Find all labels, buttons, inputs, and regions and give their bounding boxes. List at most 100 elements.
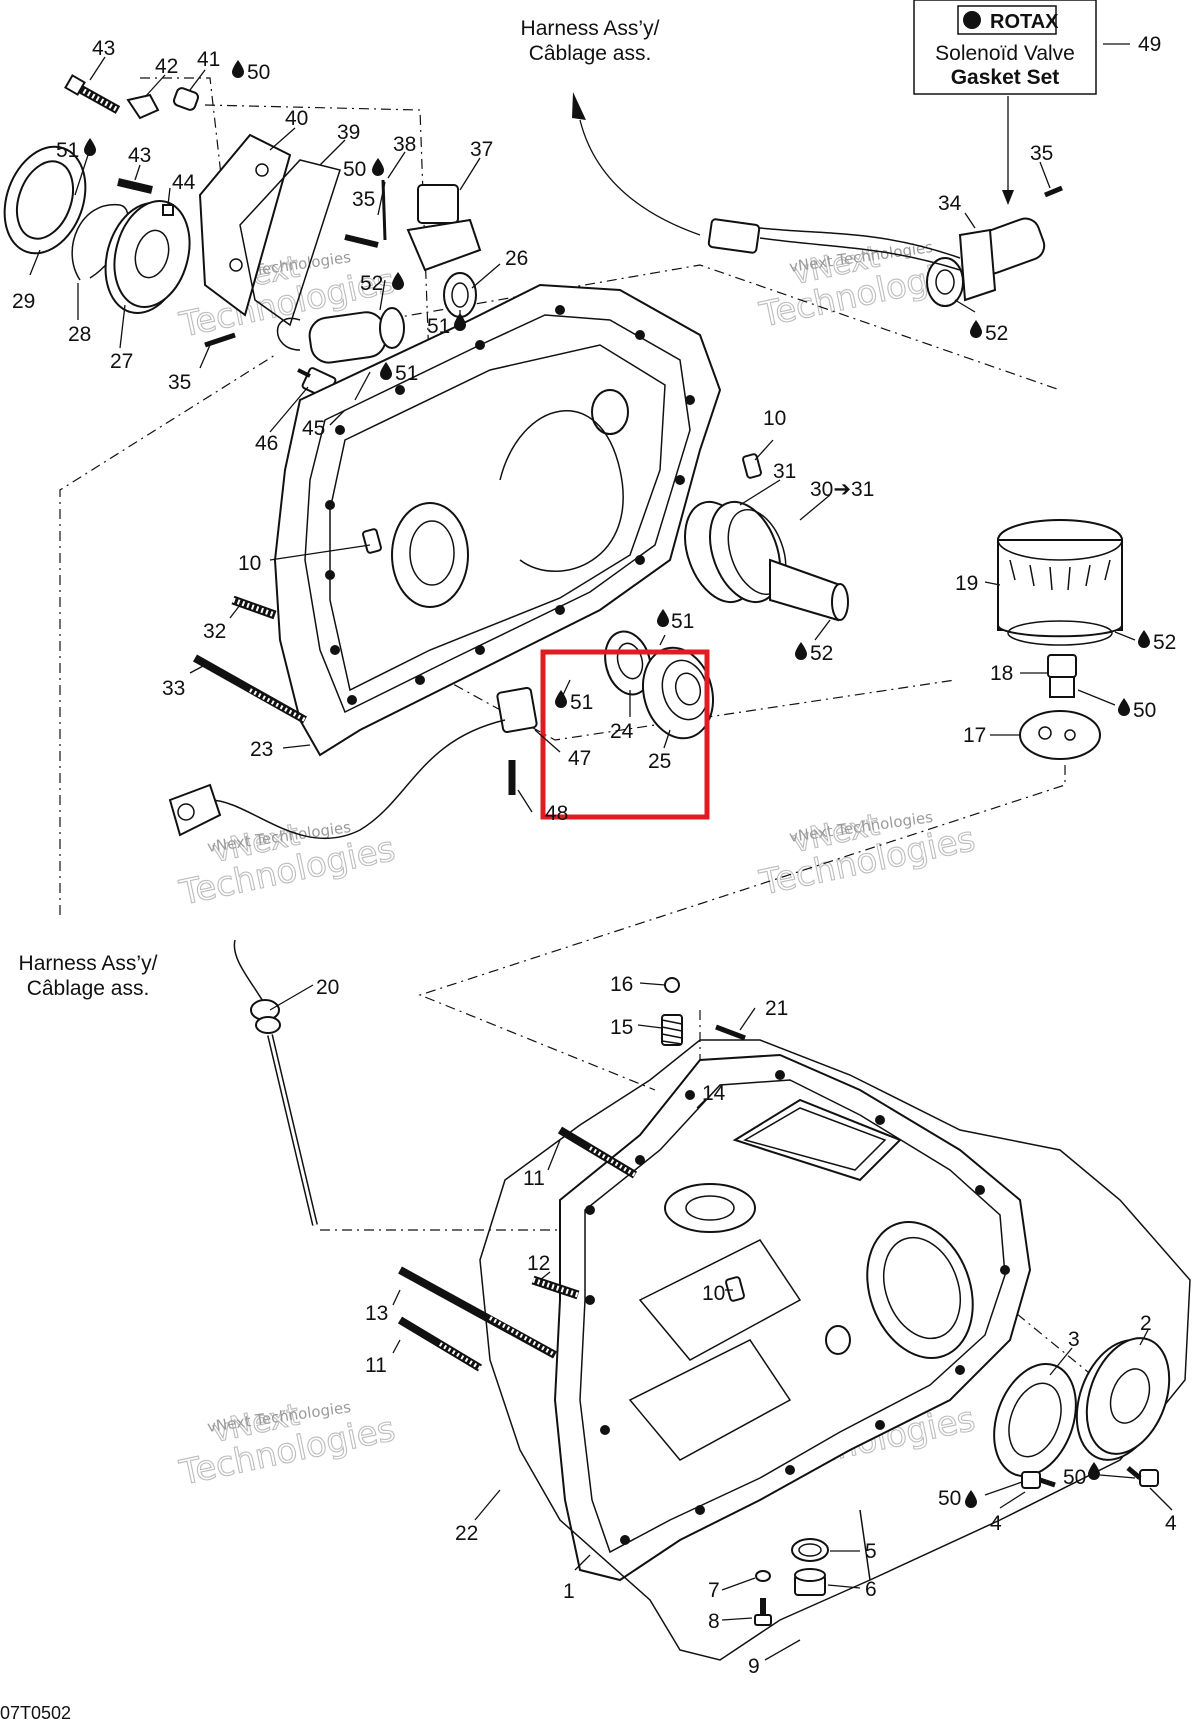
solenoid-valve xyxy=(276,307,405,364)
callout-21: 21 xyxy=(765,997,788,1020)
callout-13: 13 xyxy=(365,1302,388,1325)
bearing-27 xyxy=(104,200,191,314)
callout-3: 3 xyxy=(1068,1328,1080,1351)
callout-5: 5 xyxy=(865,1540,877,1563)
caption-line: Harness Ass’y/ xyxy=(521,17,660,40)
callout-50: 50 xyxy=(247,61,270,84)
callout-15: 15 xyxy=(610,1016,633,1039)
ball-16 xyxy=(664,977,680,993)
callout-50: 50 xyxy=(343,158,366,181)
callout-32: 32 xyxy=(203,620,226,643)
connector xyxy=(707,218,761,254)
callout-44: 44 xyxy=(172,171,196,194)
callout-49: 49 xyxy=(1138,33,1161,56)
kit-title-line2: Gasket Set xyxy=(951,66,1060,89)
bearing-3 xyxy=(993,1362,1077,1478)
screw-8 xyxy=(754,1598,772,1626)
highlight-box xyxy=(540,649,710,820)
bolt-11a xyxy=(557,1126,638,1179)
callout-24: 24 xyxy=(610,720,634,743)
callout-42: 42 xyxy=(155,55,178,78)
bolt-35b xyxy=(204,332,236,348)
dowel-10a xyxy=(742,453,762,479)
drain-plug-6 xyxy=(794,1568,826,1596)
dowel-10c xyxy=(725,1276,745,1302)
leader-lines xyxy=(29,56,1173,1661)
callout-26: 26 xyxy=(505,247,528,270)
caption-line: Harness Ass’y/ xyxy=(19,952,158,975)
caption-arrow xyxy=(579,119,701,236)
oring-5 xyxy=(791,1538,829,1562)
callout-45: 45 xyxy=(302,417,325,440)
callout-52: 52 xyxy=(985,322,1008,345)
solenoid-34 xyxy=(926,217,1046,307)
parts-top-left xyxy=(3,74,482,422)
fitting-18 xyxy=(1047,654,1077,698)
callout-2: 2 xyxy=(1140,1312,1152,1335)
spring-15 xyxy=(661,1014,683,1046)
callout-51: 51 xyxy=(570,691,593,714)
callout-8: 8 xyxy=(708,1610,720,1633)
solenoid-valve-gasket-kit: ROTAX Solenoïd Valve Gasket Set 49 xyxy=(913,0,1161,205)
guide-line xyxy=(140,77,226,211)
callout-52: 52 xyxy=(1153,631,1176,654)
callout-50: 50 xyxy=(1133,699,1156,722)
callout-19: 19 xyxy=(955,572,978,595)
harness-caption-left: Harness Ass’y/ Câblage ass. xyxy=(19,952,158,1000)
callout-4: 4 xyxy=(1165,1512,1177,1535)
callout-51: 51 xyxy=(395,362,418,385)
callout-51: 51 xyxy=(427,315,450,338)
callout-40: 40 xyxy=(285,107,308,130)
callout-41: 41 xyxy=(197,48,220,71)
oil-seal-29 xyxy=(3,145,87,255)
oil-drop-icon xyxy=(1118,698,1130,716)
oil-drop-icon xyxy=(84,138,96,156)
callout-4: 4 xyxy=(990,1512,1002,1535)
watermark: vNext Technologies xyxy=(755,807,979,904)
bolt-12 xyxy=(531,1275,580,1300)
shaft-30-31 xyxy=(684,500,849,622)
watermark: vNext Technologies xyxy=(175,1397,399,1494)
callout-47: 47 xyxy=(568,747,591,770)
oil-drop-icon xyxy=(555,690,567,708)
oil-drop-icon xyxy=(795,642,807,660)
cover-plate-40 xyxy=(198,133,292,317)
callout-10: 10 xyxy=(763,407,786,430)
callout-11: 11 xyxy=(523,1167,545,1190)
arrow-head-icon xyxy=(1002,190,1014,205)
callout-6: 6 xyxy=(865,1578,877,1601)
washer-7 xyxy=(755,1570,771,1582)
bolt-32 xyxy=(231,595,277,620)
callout-30-31: 30➔31 xyxy=(810,478,874,501)
oil-drop-icon xyxy=(232,60,244,78)
seal-24 xyxy=(604,630,652,696)
callout-17: 17 xyxy=(963,724,986,747)
callout-46: 46 xyxy=(255,432,278,455)
callout-43: 43 xyxy=(92,37,115,60)
callout-10: 10 xyxy=(702,1282,725,1305)
callout-50: 50 xyxy=(938,1487,961,1510)
callout-39: 39 xyxy=(337,121,360,144)
clutch-cover-23 xyxy=(273,283,722,757)
bolt-33 xyxy=(193,654,307,724)
callout-14: 14 xyxy=(702,1082,726,1105)
callout-28: 28 xyxy=(68,323,91,346)
callout-22: 22 xyxy=(455,1522,478,1545)
screw-35 xyxy=(344,234,379,248)
nut-44 xyxy=(162,204,174,216)
callout-7: 7 xyxy=(708,1579,720,1602)
harness-wire xyxy=(759,227,961,259)
diagram-code: 07T0502 xyxy=(0,1703,71,1723)
kit-title-line1: Solenoïd Valve xyxy=(935,42,1075,65)
oil-drop-icon xyxy=(1138,630,1150,648)
callout-16: 16 xyxy=(610,973,633,996)
plate-17 xyxy=(1019,710,1101,760)
callout-18: 18 xyxy=(990,662,1013,685)
callout-52: 52 xyxy=(810,642,833,665)
sleeve-41 xyxy=(172,87,200,111)
callout-31: 31 xyxy=(773,460,796,483)
callout-1: 1 xyxy=(563,1580,575,1603)
bolt-43 xyxy=(64,74,121,114)
kit-brand: ROTAX xyxy=(990,11,1059,33)
